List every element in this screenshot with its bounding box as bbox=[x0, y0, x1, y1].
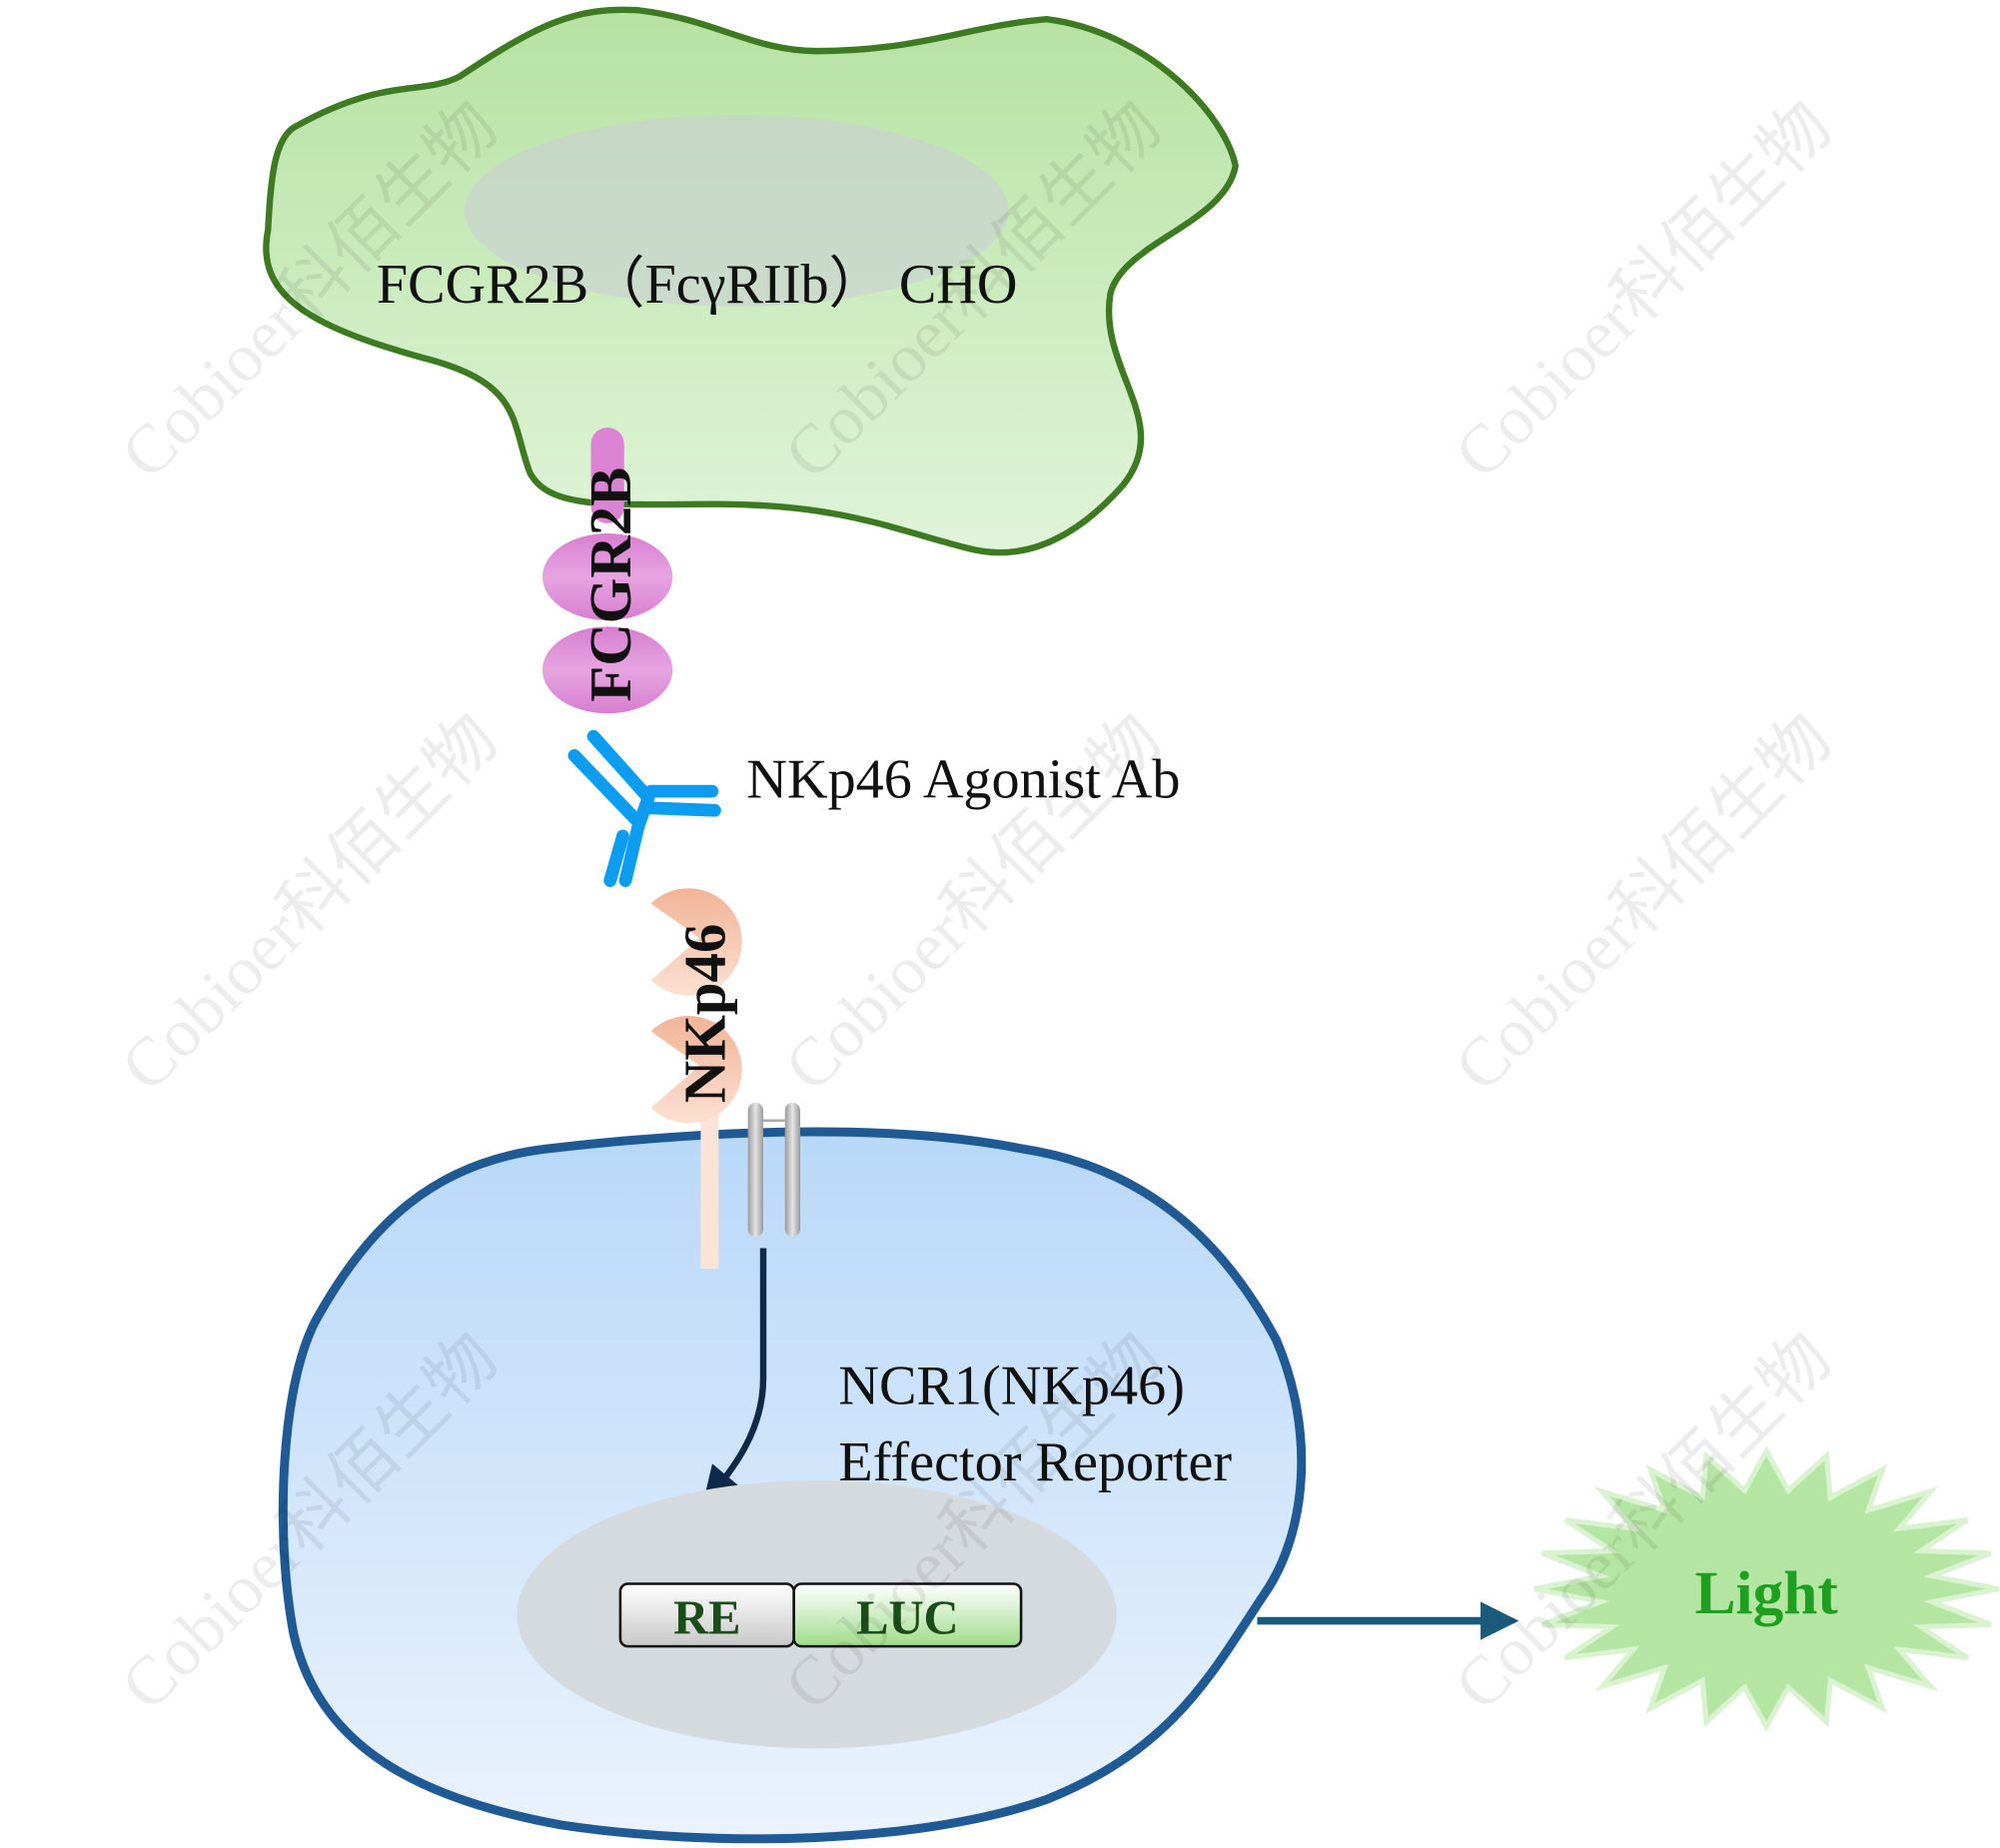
watermark-text: Cobioer科佰生物 bbox=[1441, 700, 1846, 1106]
re-label: RE bbox=[673, 1591, 740, 1644]
light-burst-icon bbox=[1533, 1445, 2000, 1732]
luc-label: LUC bbox=[856, 1591, 958, 1644]
effector-label-line1: NCR1(NKp46) bbox=[838, 1355, 1185, 1416]
luc-box bbox=[792, 1582, 1023, 1648]
watermark-text: Cobioer科佰生物 bbox=[107, 700, 512, 1106]
light-label: Light bbox=[1695, 1559, 1839, 1627]
effector-label-line2: Effector Reporter bbox=[838, 1431, 1232, 1493]
reporter-construct: RE LUC bbox=[618, 1582, 1023, 1648]
antibody-icon bbox=[567, 729, 721, 887]
signal-arrow bbox=[702, 1248, 767, 1505]
signaling-adaptor bbox=[747, 1102, 801, 1238]
cho-cell-label: FCGR2B（FcγRIIb） CHO bbox=[377, 254, 1018, 316]
nkp46-label: NKp46 bbox=[673, 924, 738, 1104]
fcgr2b-receptor: FCGR2B bbox=[541, 428, 673, 714]
antibody-label: NKp46 Agonist Ab bbox=[746, 749, 1180, 811]
nkp46-receptor: NKp46 bbox=[650, 888, 742, 1269]
fcgr2b-label: FCGR2B bbox=[578, 467, 643, 702]
cho-nucleus bbox=[465, 115, 1009, 307]
watermark-text: Cobioer科佰生物 bbox=[1441, 87, 1846, 492]
